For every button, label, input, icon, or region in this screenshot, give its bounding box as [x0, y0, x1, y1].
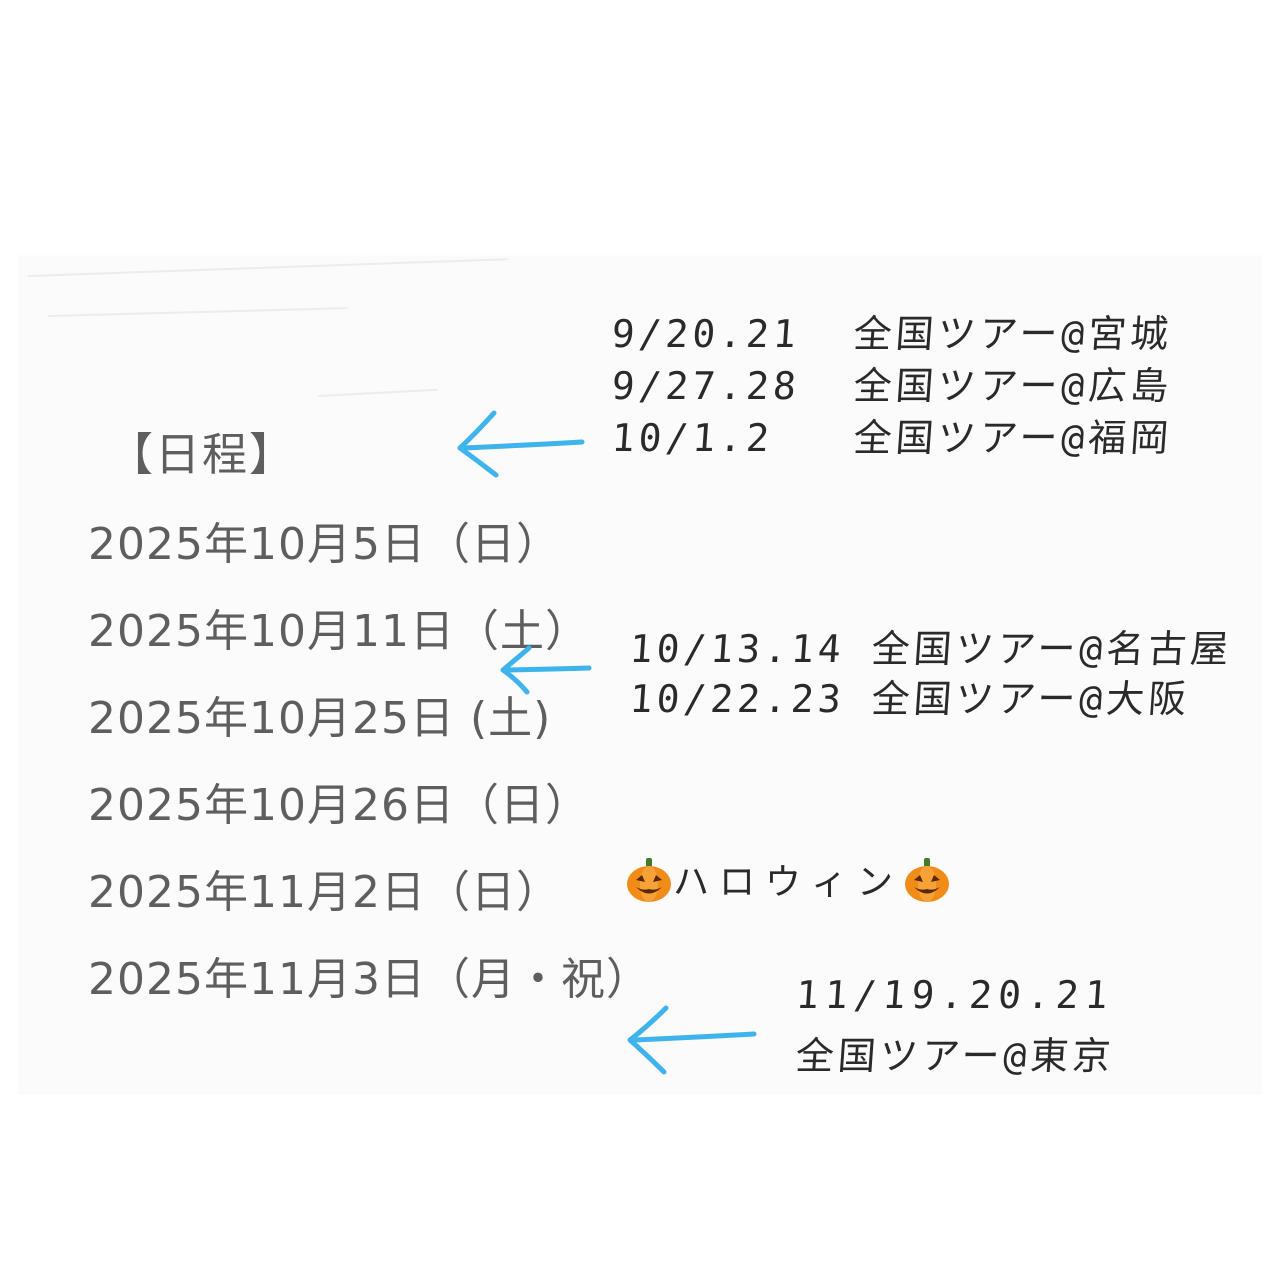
pumpkin-icon	[905, 858, 950, 902]
tour-note-osaka: 10/22.23 全国ツアー@大阪	[628, 677, 1192, 721]
tour-note-fukuoka: 10/1.2 全国ツアー@福岡	[610, 416, 1174, 460]
schedule-sheet	[18, 255, 1262, 1095]
halloween-annotation: ハロウィン	[625, 853, 951, 905]
halloween-label: ハロウィン	[673, 862, 904, 903]
pumpkin-icon	[627, 858, 671, 902]
tour-note-tokyo-dates: 11/19.20.21	[794, 973, 1116, 1017]
tour-note-hiroshima: 9/27.28 全国ツアー@広島	[610, 364, 1174, 408]
date-line: 2025年10月11日（土）	[88, 606, 590, 657]
date-line: 2025年11月3日（月・祝）	[88, 954, 651, 1005]
date-line: 2025年11月2日（日）	[88, 867, 561, 918]
tour-note-nagoya: 10/13.14 全国ツアー@名古屋	[628, 627, 1234, 671]
schedule-heading: 【日程】	[108, 428, 297, 481]
date-line: 2025年10月25日 (土)	[88, 693, 552, 744]
tour-note-tokyo: 全国ツアー@東京	[794, 1034, 1116, 1078]
paper-streak	[317, 388, 438, 397]
date-line: 2025年10月5日（日）	[88, 519, 561, 570]
arrow-left-icon	[457, 410, 585, 478]
tour-note-miyagi: 9/20.21 全国ツアー@宮城	[610, 312, 1174, 356]
paper-streak	[27, 258, 508, 277]
arrow-left-icon	[500, 645, 592, 695]
paper-streak	[47, 307, 348, 317]
arrow-left-icon	[627, 1005, 757, 1075]
date-line: 2025年10月26日（日）	[88, 780, 590, 831]
